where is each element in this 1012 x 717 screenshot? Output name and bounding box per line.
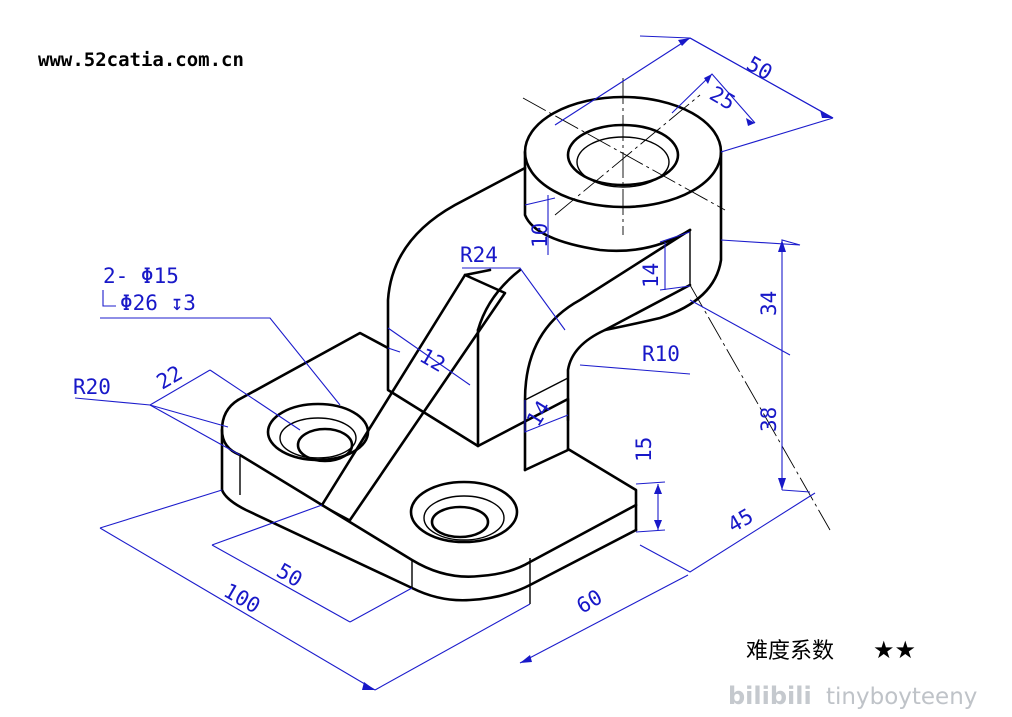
dim-15: 15 <box>632 437 656 462</box>
center-lines <box>522 78 831 531</box>
dimension-arrows <box>362 38 833 690</box>
dim-r24: R24 <box>460 243 498 267</box>
dimension-lines <box>74 35 834 691</box>
dim-22: 22 <box>153 361 187 394</box>
dimension-labels: 50 25 10 14 34 38 R24 R10 12 14 R20 22 1… <box>73 52 781 619</box>
dim-14-slot: 14 <box>639 263 663 288</box>
dim-60: 60 <box>573 585 607 618</box>
dim-14-web: 14 <box>522 396 556 430</box>
dim-100: 100 <box>220 579 265 619</box>
dim-50-top: 50 <box>743 52 777 85</box>
watermark-username: tinyboyteeny <box>826 684 977 710</box>
dim-25: 25 <box>706 82 740 115</box>
difficulty-label: 难度系数 <box>746 639 834 664</box>
dim-50-base: 50 <box>273 559 307 592</box>
bilibili-watermark: bilibili tinyboyteeny <box>728 682 977 710</box>
dim-r10: R10 <box>642 342 680 366</box>
difficulty-stars: ★★ <box>873 636 916 664</box>
website-url: www.52catia.com.cn <box>38 49 244 71</box>
bilibili-logo: bilibili <box>728 682 812 710</box>
hole-callout-line1: 2- Φ15 <box>103 264 179 288</box>
hole-callout-line2: Φ26 ↧3 <box>120 291 196 315</box>
dim-34: 34 <box>757 291 781 316</box>
dim-10: 10 <box>528 223 552 248</box>
dim-r20: R20 <box>73 375 111 399</box>
dim-38: 38 <box>757 407 781 432</box>
